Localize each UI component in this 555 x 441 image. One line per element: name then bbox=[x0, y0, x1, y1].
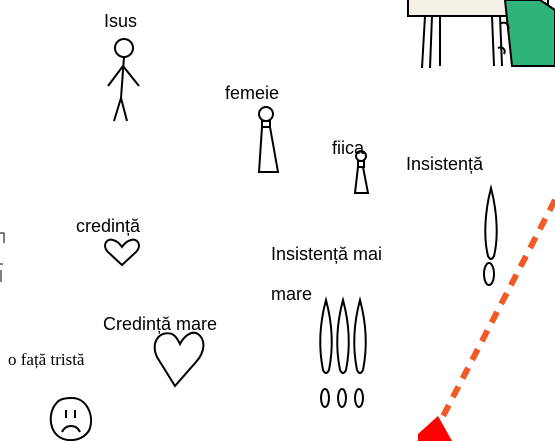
dashed-arrow-icon bbox=[418, 198, 555, 441]
label-credinta: credință bbox=[76, 216, 141, 236]
greater-insistence-exclamations-icon bbox=[319, 296, 367, 408]
label-fiica: fiica bbox=[332, 138, 365, 158]
label-insistenta-mai-mare-2: mare bbox=[271, 284, 313, 304]
clipart-easel-icon bbox=[407, 0, 555, 69]
sad-face-icon bbox=[49, 396, 92, 441]
label-fata-trista: o față tristă bbox=[8, 350, 85, 369]
jesus-stick-figure-icon bbox=[107, 38, 140, 122]
label-insistenta: Insistență bbox=[406, 154, 484, 174]
label-insistenta-mai-mare-1: Insistență mai bbox=[271, 244, 383, 264]
daughter-figure-icon bbox=[353, 150, 370, 194]
small-heart-icon bbox=[104, 238, 140, 267]
insistence-exclamation-icon bbox=[483, 184, 498, 286]
label-credinta-mare: Credință mare bbox=[103, 314, 218, 334]
label-femeie: femeie bbox=[225, 83, 280, 103]
left-edge-fragment bbox=[0, 232, 5, 282]
label-isus: Isus bbox=[104, 11, 138, 31]
woman-figure-icon bbox=[257, 106, 280, 173]
large-heart-icon bbox=[153, 331, 205, 388]
